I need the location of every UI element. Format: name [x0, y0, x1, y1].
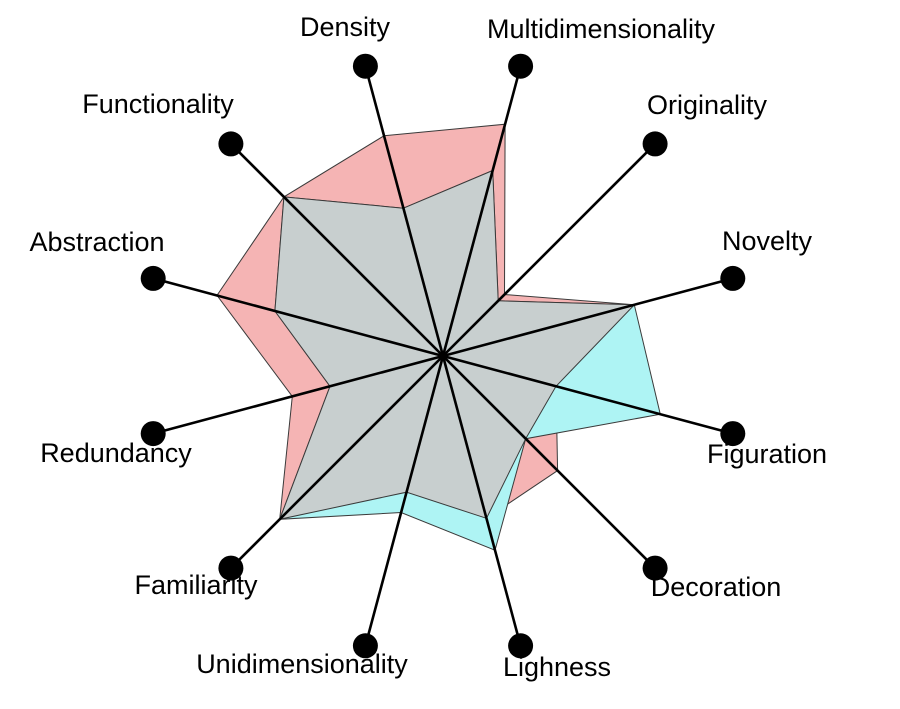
axis-end-dot-8	[218, 555, 244, 581]
axis-label: Originality	[647, 90, 768, 120]
axis-end-dot-6	[508, 633, 534, 659]
axis-label: Figuration	[707, 439, 827, 469]
axis-end-dot-0	[352, 53, 378, 79]
axis-end-dot-7	[352, 633, 378, 659]
axis-end-dot-9	[140, 421, 166, 447]
axis-line-8	[229, 355, 444, 570]
axis-label: Functionality	[82, 89, 234, 119]
axis-label: Novelty	[722, 226, 813, 256]
axis-label: Density	[300, 12, 391, 42]
axis-label: Lighness	[503, 652, 611, 682]
axis-line-11	[229, 142, 444, 357]
axis-label: Decoration	[651, 572, 782, 602]
axis-end-dot-2	[642, 131, 668, 157]
axis-line-3	[442, 277, 734, 358]
axis-end-dot-10	[140, 265, 166, 291]
axis-label: Redundancy	[40, 438, 192, 468]
axis-end-dot-5	[642, 555, 668, 581]
axis-label: Abstraction	[29, 227, 164, 257]
axis-end-dot-4	[720, 421, 746, 447]
axis-line-6	[441, 355, 522, 647]
axis-label: Unidimensionality	[196, 649, 408, 679]
axis-line-4	[442, 354, 734, 435]
axis-line-0	[364, 65, 445, 357]
axis-line-2	[442, 142, 657, 357]
axis-end-dot-1	[508, 53, 534, 79]
axis-label: Multidimensionality	[487, 14, 716, 44]
axis-line-9	[152, 354, 444, 435]
axis-line-5	[442, 355, 657, 570]
axis-line-10	[152, 277, 444, 358]
axis-end-dot-11	[218, 131, 244, 157]
axis-line-1	[441, 65, 522, 357]
axis-label: Familiarity	[134, 570, 258, 600]
axis-end-dot-3	[720, 265, 746, 291]
axis-line-7	[364, 355, 445, 647]
